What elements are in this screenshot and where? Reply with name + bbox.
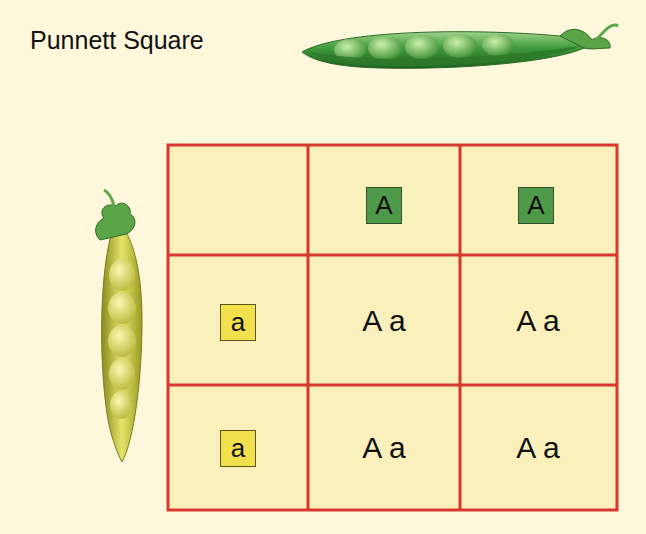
yellow-pea-pod (96, 190, 142, 462)
allele-box: a (220, 430, 256, 467)
genotype-cell: A a (516, 431, 559, 465)
allele-letter: a (231, 307, 245, 338)
allele-box: A (518, 187, 554, 224)
allele-letter: a (231, 433, 245, 464)
allele-letter: A (527, 190, 544, 221)
punnett-grid (168, 145, 617, 510)
allele-letter: A (375, 190, 392, 221)
allele-box: A (366, 187, 402, 224)
genotype-cell: A a (516, 304, 559, 338)
genotype-cell: A a (362, 431, 405, 465)
diagram-title: Punnett Square (30, 26, 204, 55)
genotype-cell: A a (362, 304, 405, 338)
green-pea-pod (302, 25, 618, 68)
allele-box: a (220, 304, 256, 341)
